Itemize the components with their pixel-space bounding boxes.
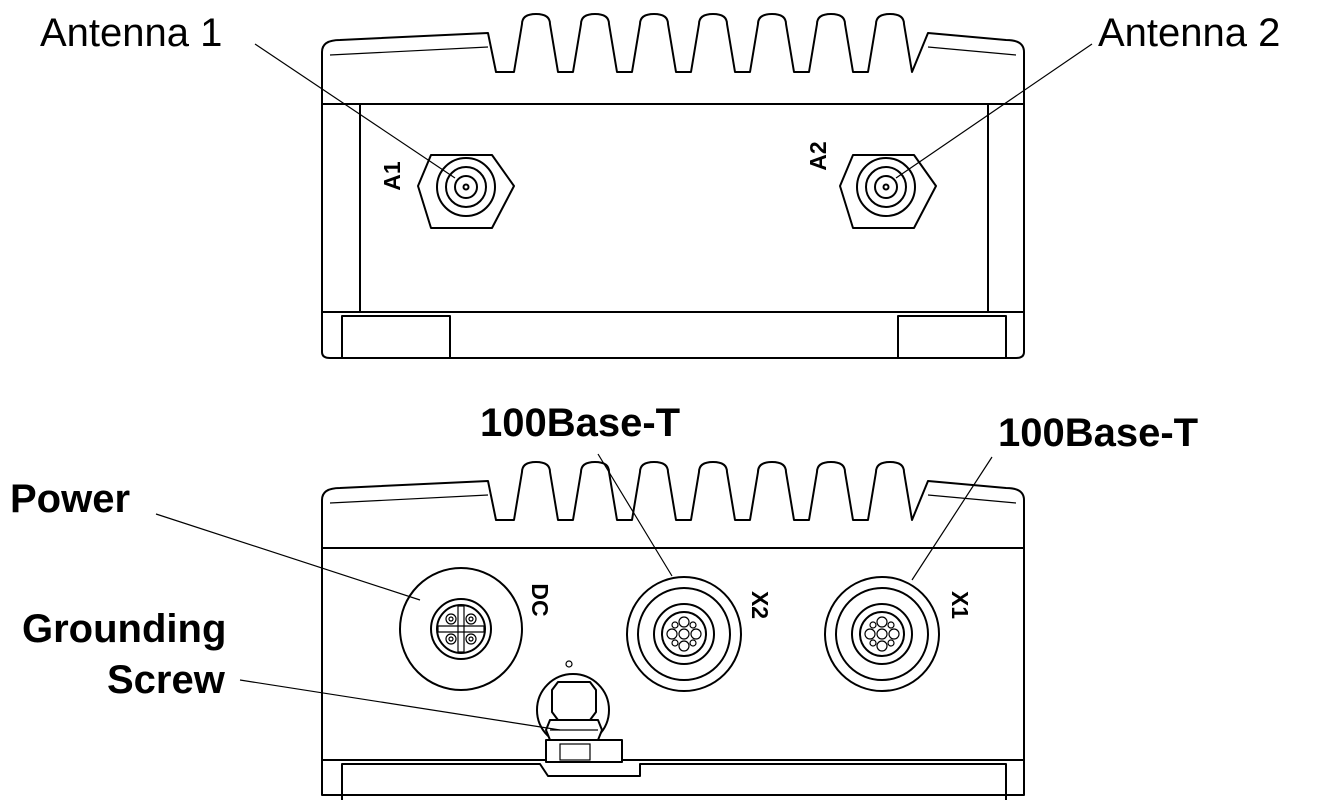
label-antenna-1: Antenna 1 xyxy=(40,11,222,55)
callout-labels: Antenna 1 Antenna 2 100Base-T 100Base-T … xyxy=(10,11,1280,702)
mark-a2: A2 xyxy=(805,141,831,170)
top-device-view: A1 A2 xyxy=(321,13,1025,359)
bottom-feet xyxy=(341,763,1007,800)
leader-grounding-screw xyxy=(239,679,561,731)
antenna-2-connector xyxy=(839,154,937,229)
leader-antenna-2 xyxy=(895,43,1093,179)
label-100base-t-left: 100Base-T xyxy=(480,401,680,445)
top-base xyxy=(321,311,1025,359)
dc-power-connector xyxy=(399,567,523,691)
leader-power xyxy=(155,513,421,601)
bottom-heatsink-detail xyxy=(329,494,1017,504)
bottom-base xyxy=(321,759,1025,796)
antenna-1-connector xyxy=(417,154,515,229)
label-antenna-2: Antenna 2 xyxy=(1098,11,1280,55)
grounding-screw xyxy=(536,660,623,763)
label-power: Power xyxy=(10,477,130,521)
x1-ethernet-connector xyxy=(824,576,940,692)
x2-ethernet-connector xyxy=(626,576,742,692)
leader-100base-t-x1 xyxy=(911,456,993,581)
top-heatsink xyxy=(321,13,1025,105)
mark-x2: X2 xyxy=(747,591,773,619)
label-grounding: Grounding xyxy=(22,607,226,651)
leader-lines xyxy=(155,43,1093,731)
mark-a1: A1 xyxy=(379,161,405,191)
top-feet xyxy=(341,315,1007,359)
bottom-heatsink xyxy=(321,461,1025,549)
leader-100base-t-x2 xyxy=(597,453,673,577)
label-100base-t-right: 100Base-T xyxy=(998,411,1198,455)
top-heatsink-detail xyxy=(329,46,1017,56)
leader-antenna-1 xyxy=(254,43,456,179)
label-screw: Screw xyxy=(107,658,226,702)
bottom-device-view: DC X2 X1 xyxy=(321,461,1025,800)
mark-x1: X1 xyxy=(947,591,973,619)
mark-dc: DC xyxy=(527,583,553,616)
